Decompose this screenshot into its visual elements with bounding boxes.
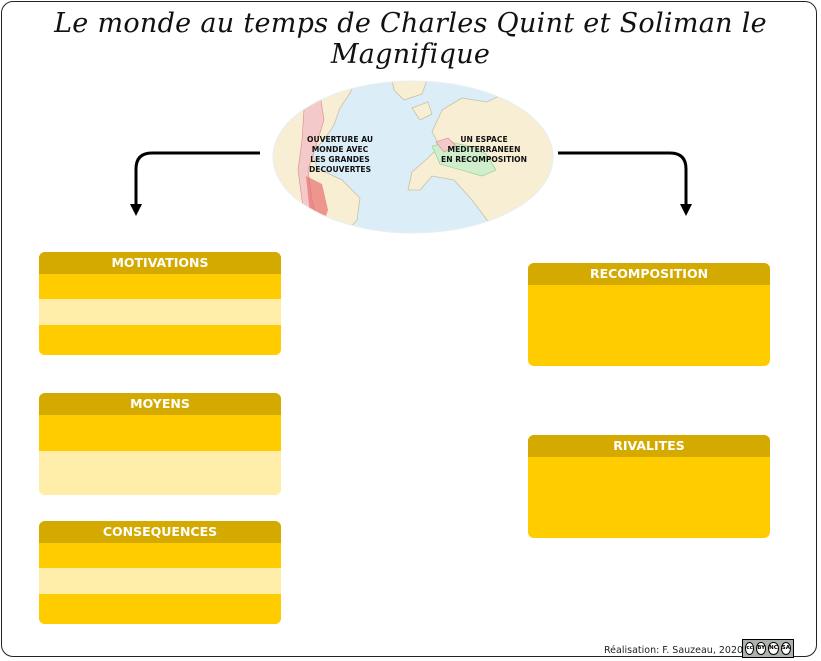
box-motivations-title: MOTIVATIONS (39, 252, 281, 274)
box-rivalites: RIVALITES (528, 435, 770, 538)
page-title: Le monde au temps de Charles Quint et So… (54, 8, 767, 70)
consequences-row-2 (39, 568, 281, 594)
credit-text: Réalisation: F. Sauzeau, 2020 (604, 645, 744, 656)
sa-icon: SA (780, 642, 791, 655)
globe-label-mediterranee: UN ESPACE MEDITERRANEEN EN RECOMPOSITION (441, 135, 527, 164)
left-arrowhead-icon (130, 204, 142, 216)
nc-icon: NC (768, 642, 779, 655)
cc-icon: cc (745, 642, 755, 655)
box-recomposition-title: RECOMPOSITION (528, 263, 770, 285)
motivations-row-2 (39, 299, 281, 325)
consequences-row-1 (39, 543, 281, 568)
globe-label-decouvertes: OUVERTURE AU MONDE AVEC LES GRANDES DECO… (306, 135, 374, 174)
box-rivalites-title: RIVALITES (528, 435, 770, 457)
box-consequences: CONSEQUENCES (39, 521, 281, 624)
box-recomposition: RECOMPOSITION (528, 263, 770, 366)
right-arrow-line (558, 151, 688, 208)
motivations-row-3 (39, 325, 281, 355)
world-map-icon (272, 80, 554, 234)
creative-commons-license-icon[interactable]: cc BY NC SA (742, 639, 794, 658)
moyens-row-1 (39, 415, 281, 451)
motivations-row-1 (39, 274, 281, 299)
by-icon: BY (756, 642, 767, 655)
box-motivations: MOTIVATIONS (39, 252, 281, 355)
box-moyens: MOYENS (39, 393, 281, 495)
consequences-row-3 (39, 594, 281, 624)
box-moyens-title: MOYENS (39, 393, 281, 415)
moyens-row-2 (39, 451, 281, 495)
box-consequences-title: CONSEQUENCES (39, 521, 281, 543)
left-arrow-line (134, 151, 260, 208)
right-arrowhead-icon (680, 204, 692, 216)
